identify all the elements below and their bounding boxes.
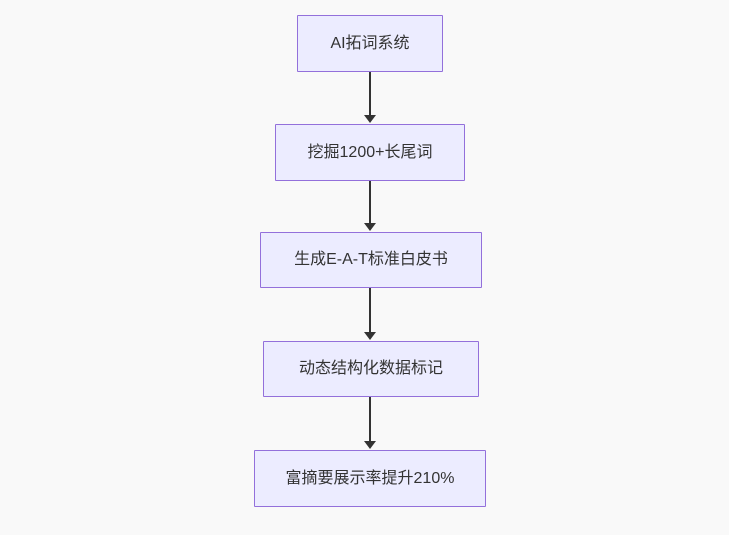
node-label: 生成E-A-T标准白皮书 [294, 251, 448, 268]
arrow-line [369, 72, 371, 116]
flowchart-node-longtail-keywords: 挖掘1200+长尾词 [275, 124, 465, 181]
flow-edge-c-d [364, 288, 376, 340]
arrow-down-icon [364, 223, 376, 231]
flow-edge-a-b [364, 72, 376, 123]
flowchart-node-rich-snippet-rate: 富摘要展示率提升210% [254, 450, 486, 507]
arrow-down-icon [364, 115, 376, 123]
arrow-line [369, 397, 371, 442]
flow-edge-d-e [364, 397, 376, 449]
node-label: 富摘要展示率提升210% [285, 469, 455, 487]
flowchart-node-structured-data-markup: 动态结构化数据标记 [263, 341, 479, 397]
node-label: 动态结构化数据标记 [298, 360, 443, 377]
arrow-line [369, 288, 371, 333]
node-label: AI拓词系统 [330, 34, 410, 52]
flowchart-node-eat-whitepaper: 生成E-A-T标准白皮书 [260, 232, 482, 288]
arrow-down-icon [364, 441, 376, 449]
flowchart-node-ai-word-expansion-system: AI拓词系统 [297, 15, 443, 72]
node-label: 挖掘1200+长尾词 [307, 143, 433, 161]
flow-edge-b-c [364, 181, 376, 231]
arrow-down-icon [364, 332, 376, 340]
arrow-line [369, 181, 371, 224]
